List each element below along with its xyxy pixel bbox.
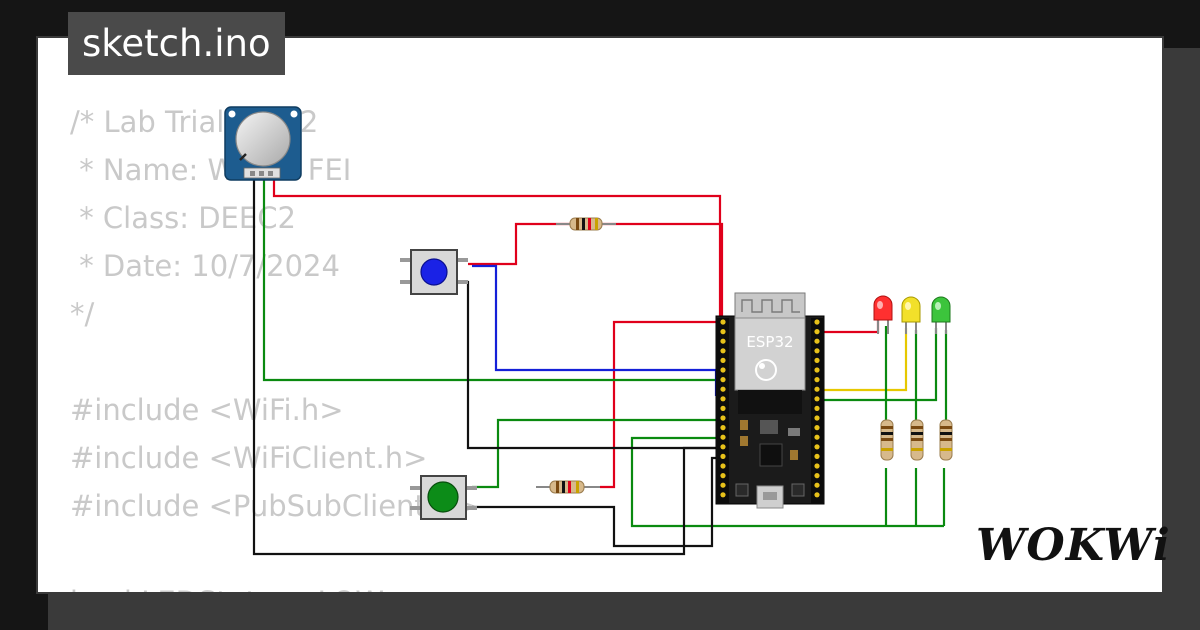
pin-header-left <box>717 318 729 504</box>
header-pin[interactable] <box>720 444 726 450</box>
header-pin[interactable] <box>720 415 726 421</box>
header-pin[interactable] <box>814 319 820 325</box>
wire-red-res1 <box>468 222 724 322</box>
header-pin[interactable] <box>814 367 820 373</box>
code-line: */ <box>70 297 95 331</box>
resistor-icon <box>536 480 600 494</box>
header-pin[interactable] <box>814 482 820 488</box>
header-pin[interactable] <box>720 473 726 479</box>
header-pin[interactable] <box>720 425 726 431</box>
header-pin[interactable] <box>720 367 726 373</box>
resistor-icon <box>939 419 953 461</box>
wire-black-btn2 <box>472 456 718 548</box>
header-pin[interactable] <box>720 453 726 459</box>
wire-red-pot <box>272 176 722 320</box>
code-line: * Date: 10/7/2024 <box>70 249 340 283</box>
code-editor: /* Lab Trial Test 2 * Name: WANG FEI * C… <box>70 98 478 592</box>
code-line: bool LEDState = LOW; <box>70 578 478 592</box>
header-pin[interactable] <box>720 405 726 411</box>
header-pin[interactable] <box>814 377 820 383</box>
header-pin[interactable] <box>720 329 726 335</box>
header-pin[interactable] <box>814 329 820 335</box>
header-pin[interactable] <box>814 386 820 392</box>
header-pin[interactable] <box>814 405 820 411</box>
blue-pushbutton-icon[interactable] <box>400 249 468 295</box>
wire-green-pot <box>262 176 718 382</box>
pin-header-right <box>811 318 823 504</box>
header-pin[interactable] <box>720 348 726 354</box>
header-pin[interactable] <box>814 348 820 354</box>
wires <box>252 176 948 556</box>
header-pin[interactable] <box>814 444 820 450</box>
header-pin[interactable] <box>814 434 820 440</box>
header-pin[interactable] <box>814 492 820 498</box>
header-pin[interactable] <box>814 453 820 459</box>
wire-green-btn <box>472 418 718 489</box>
code-line: #include <WiFiClient.h> <box>70 441 428 475</box>
header-pin[interactable] <box>814 396 820 402</box>
header-pin[interactable] <box>720 386 726 392</box>
header-pin[interactable] <box>814 473 820 479</box>
wire-blue-btn <box>472 264 718 396</box>
file-tab[interactable]: sketch.ino <box>68 12 285 75</box>
led-icon[interactable] <box>873 295 893 334</box>
header-pin[interactable] <box>720 338 726 344</box>
resistor-icon <box>910 419 924 461</box>
potentiometer-icon[interactable] <box>224 106 302 181</box>
wire-green-led3 <box>820 328 938 402</box>
header-pin[interactable] <box>720 482 726 488</box>
wire-yellow-led2 <box>820 328 908 392</box>
esp32-label: ESP32 <box>746 333 793 351</box>
code-line: #include <WiFi.h> <box>70 393 344 427</box>
wokwi-logo: WOKWi <box>976 520 1171 571</box>
led-icon[interactable] <box>931 296 951 334</box>
header-pin[interactable] <box>720 396 726 402</box>
header-pin[interactable] <box>720 463 726 469</box>
header-pin[interactable] <box>720 434 726 440</box>
wire-red-res2 <box>600 320 722 489</box>
header-pin[interactable] <box>814 415 820 421</box>
wire-black-pot <box>252 176 718 556</box>
esp32-board-icon[interactable]: ESP32 <box>715 292 825 509</box>
wire-red-led <box>820 318 880 334</box>
green-pushbutton-icon[interactable] <box>410 475 477 520</box>
header-pin[interactable] <box>814 357 820 363</box>
code-line: * Name: WANG FEI <box>70 153 352 187</box>
resistor-icon <box>556 217 616 231</box>
preview-card: /* Lab Trial Test 2 * Name: WANG FEI * C… <box>36 36 1164 594</box>
header-pin[interactable] <box>720 357 726 363</box>
header-pin[interactable] <box>720 492 726 498</box>
header-pin[interactable] <box>720 377 726 383</box>
code-line: * Class: DEEC2 <box>70 201 296 235</box>
header-pin[interactable] <box>814 338 820 344</box>
led-icon[interactable] <box>901 296 921 334</box>
wire-green-ledbus <box>630 436 944 528</box>
header-pin[interactable] <box>814 425 820 431</box>
header-pin[interactable] <box>814 463 820 469</box>
resistor-icon <box>880 419 894 461</box>
header-pin[interactable] <box>720 319 726 325</box>
